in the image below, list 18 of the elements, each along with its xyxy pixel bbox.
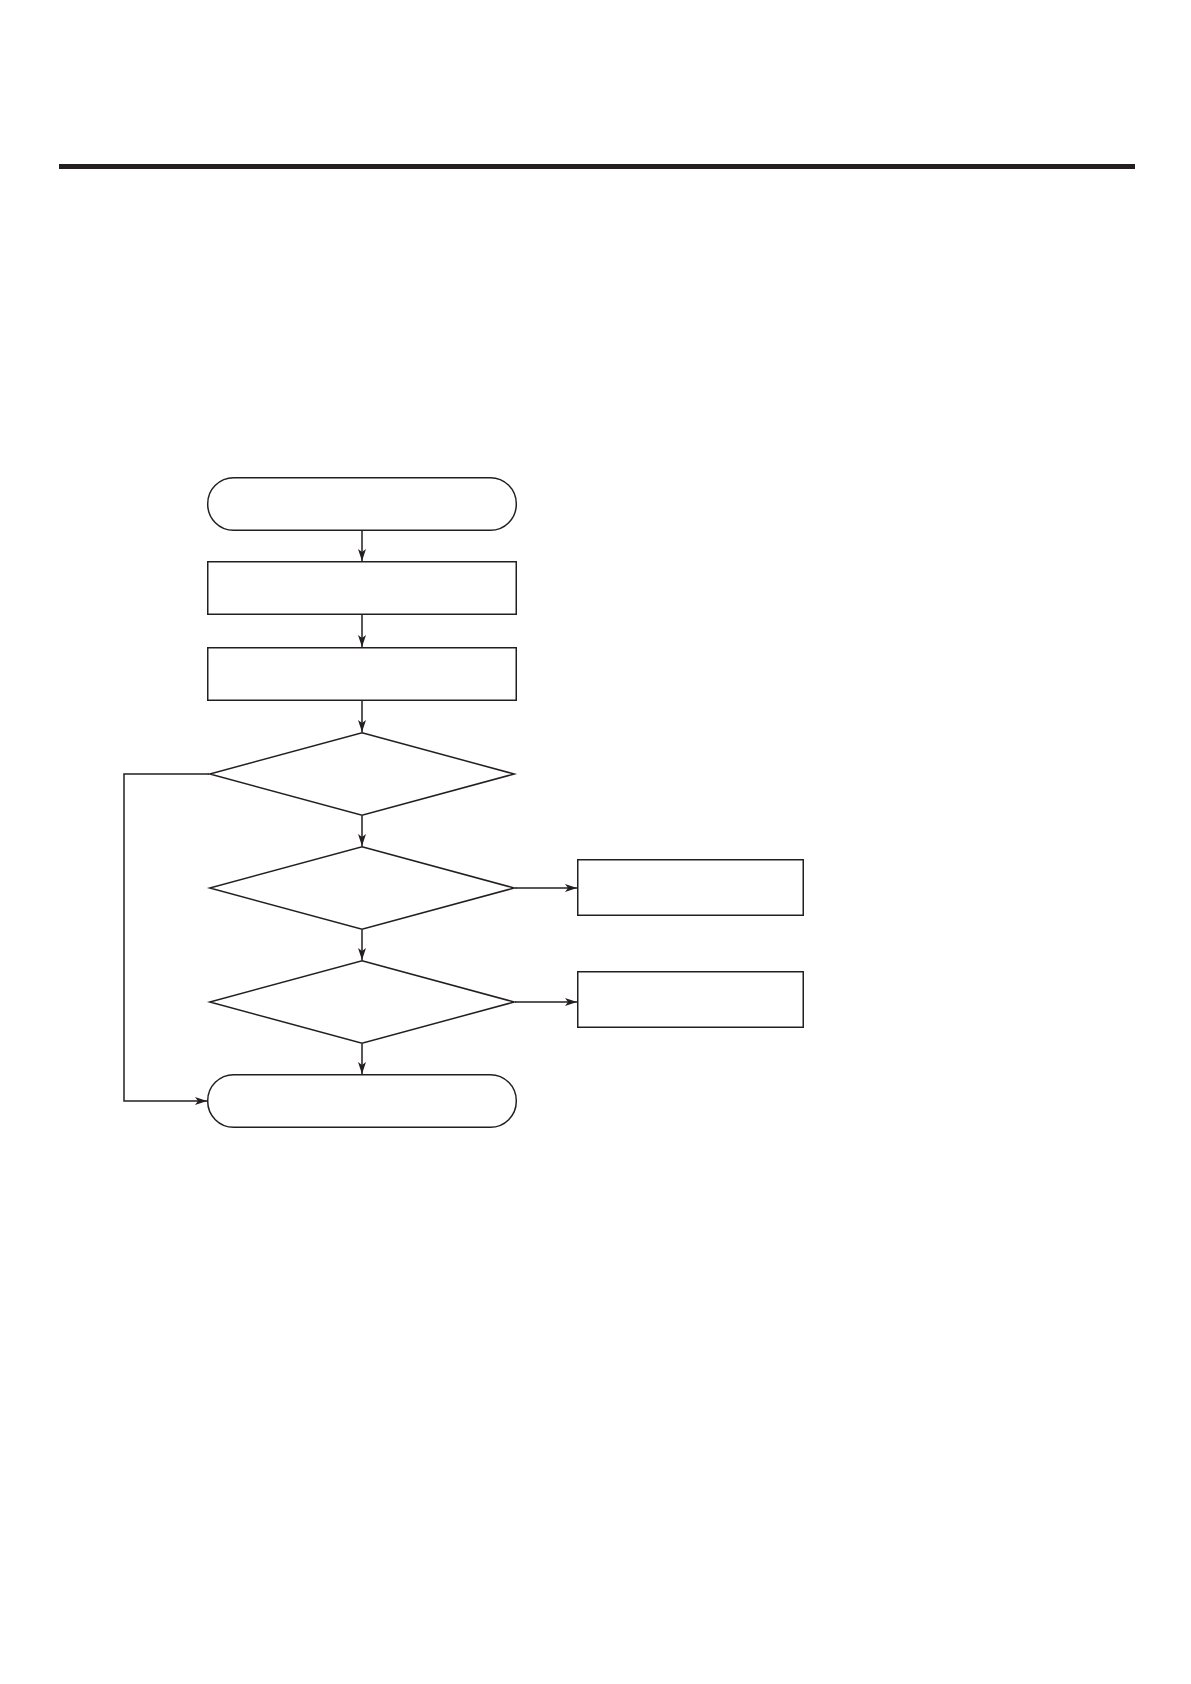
process-box <box>207 647 517 701</box>
arrow <box>358 614 366 648</box>
process-box <box>577 859 804 916</box>
arrow <box>358 929 366 961</box>
arrow <box>514 998 578 1006</box>
arrow <box>358 700 366 733</box>
arrow <box>358 530 366 562</box>
process-box <box>577 971 804 1028</box>
terminal-capsule <box>207 477 517 531</box>
decision-diamond <box>209 846 515 930</box>
decision-diamond <box>209 960 515 1044</box>
arrow <box>514 884 578 892</box>
terminal-capsule <box>207 1074 517 1128</box>
arrow <box>358 815 366 847</box>
arrow <box>358 1043 366 1075</box>
arrow <box>123 773 210 1105</box>
process-box <box>207 561 517 615</box>
decision-diamond <box>209 732 515 816</box>
